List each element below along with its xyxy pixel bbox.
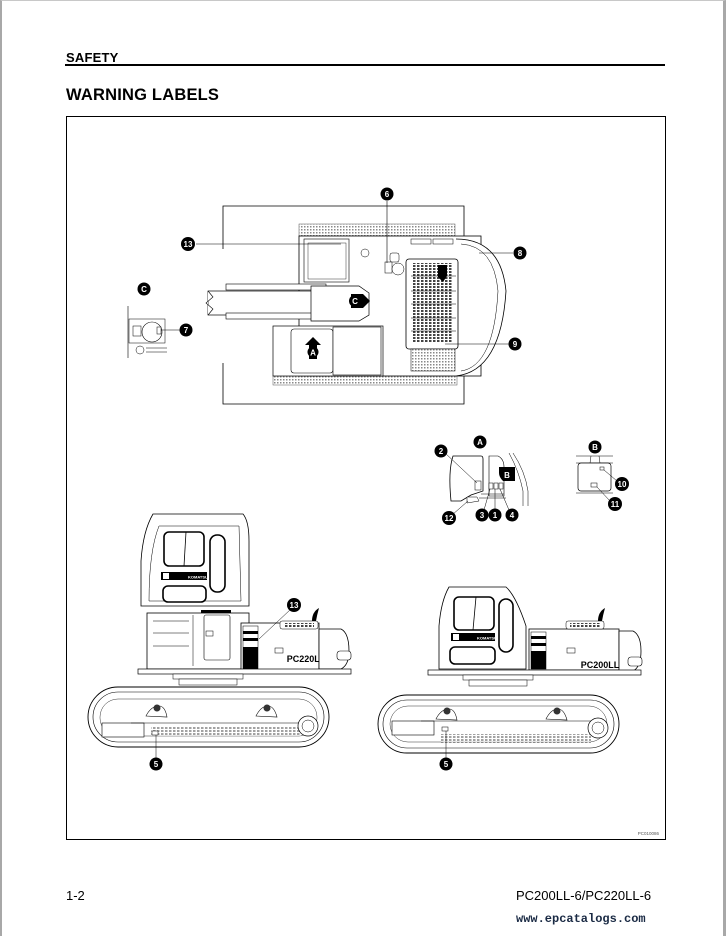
watermark-url: www.epcatalogs.com <box>516 912 646 926</box>
svg-text:7: 7 <box>184 326 189 335</box>
top-view: A C 13 6 8 <box>181 187 527 405</box>
view-arrow-a: A <box>305 337 321 359</box>
svg-text:12: 12 <box>445 514 454 523</box>
svg-text:13: 13 <box>184 240 193 249</box>
section-rule <box>65 64 665 66</box>
svg-text:C: C <box>352 297 358 306</box>
svg-text:A: A <box>310 349 316 358</box>
callout-13: 13 <box>181 237 195 251</box>
svg-text:PC220LL: PC220LL <box>287 654 326 664</box>
svg-text:KOMATSU: KOMATSU <box>477 636 497 641</box>
side-view-pc220ll: KOMATSU PC220LL <box>87 513 352 771</box>
callout-7: 7 <box>179 323 193 337</box>
detail-c-label: C <box>137 282 151 296</box>
detail-view-a: A B <box>434 435 529 525</box>
svg-text:10: 10 <box>618 480 627 489</box>
callout-4: 4 <box>505 508 519 522</box>
figure-drawing: A C 13 6 8 <box>87 187 643 771</box>
svg-text:B: B <box>504 471 510 480</box>
detail-view-b: B 10 11 <box>576 440 629 511</box>
callout-6: 6 <box>380 187 394 201</box>
callout-10: 10 <box>615 477 629 491</box>
section-title: SAFETY <box>66 50 119 65</box>
svg-text:2: 2 <box>439 447 444 456</box>
view-arrow-c: C <box>349 294 370 308</box>
svg-text:KOMATSU: KOMATSU <box>188 575 208 580</box>
svg-text:9: 9 <box>513 340 518 349</box>
callout-9: 9 <box>508 337 522 351</box>
figure-code: PC010086 <box>637 831 659 836</box>
callout-13-side: 13 <box>287 598 301 612</box>
svg-text:1: 1 <box>493 511 498 520</box>
callout-2: 2 <box>434 444 448 458</box>
warning-labels-figure: A C 13 6 8 <box>66 116 666 840</box>
detail-a-label: A <box>473 435 487 449</box>
svg-text:B: B <box>592 443 598 452</box>
page-number: 1-2 <box>66 888 85 903</box>
view-arrow-b: B <box>499 467 515 481</box>
model-number: PC200LL-6/PC220LL-6 <box>516 888 652 903</box>
svg-text:11: 11 <box>611 500 620 509</box>
page-title: WARNING LABELS <box>66 86 220 104</box>
svg-text:4: 4 <box>510 511 515 520</box>
svg-text:8: 8 <box>518 249 523 258</box>
callout-1: 1 <box>488 508 502 522</box>
callout-8: 8 <box>513 246 527 260</box>
callout-11: 11 <box>608 497 622 511</box>
callout-12: 12 <box>442 511 456 525</box>
svg-text:C: C <box>141 285 147 294</box>
callout-5-right: 5 <box>439 757 453 771</box>
svg-text:5: 5 <box>444 760 449 769</box>
svg-text:6: 6 <box>385 190 390 199</box>
svg-text:PC200LL: PC200LL <box>581 660 620 670</box>
svg-text:5: 5 <box>154 760 159 769</box>
side-view-pc200ll: KOMATSU PC200LL <box>377 586 643 771</box>
svg-text:A: A <box>477 438 483 447</box>
detail-b-label: B <box>588 440 602 454</box>
callout-5-left: 5 <box>149 757 163 771</box>
detail-view-c: C 7 <box>127 282 193 358</box>
callout-3: 3 <box>475 508 489 522</box>
svg-text:13: 13 <box>290 601 299 610</box>
svg-text:3: 3 <box>480 511 485 520</box>
